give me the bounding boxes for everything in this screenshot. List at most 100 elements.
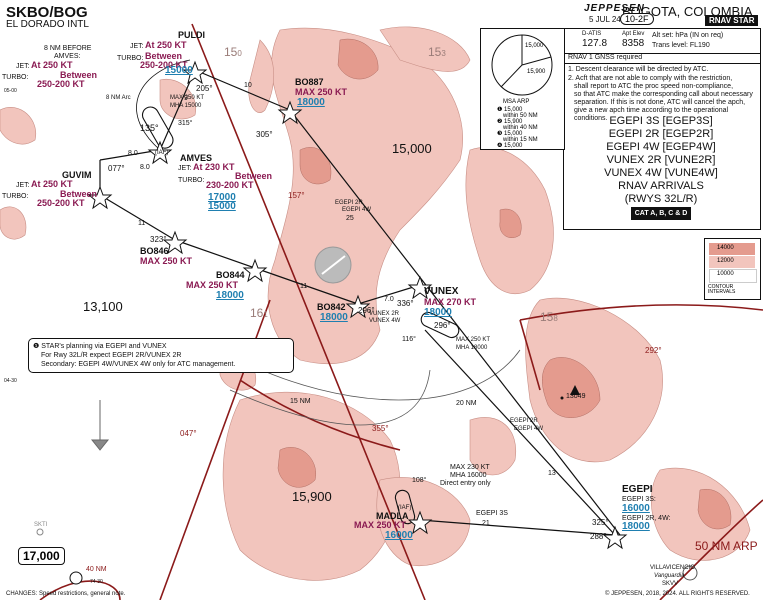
egepi-alt2: 18000 [622, 521, 650, 532]
course-296a: 296° [358, 306, 375, 315]
egepi-l1: EGEPI 3S: [622, 496, 656, 503]
course-296b: 296° [434, 321, 451, 330]
proc-egepi4w: EGEPI 4W [EGEP4W] [606, 141, 716, 153]
brand-logo: JEPPESEN [584, 3, 645, 14]
guvim-name: GUVIM [62, 170, 92, 180]
msa-circle [491, 34, 553, 96]
holding-patterns [141, 106, 460, 525]
legend-swatch-b [709, 256, 755, 268]
course-292: 292° [645, 346, 662, 355]
apt-elev: 8358 [622, 38, 645, 49]
course-315: 315° [178, 120, 193, 127]
msa-l2: ❷ 15,900 [497, 119, 523, 125]
amves-note-t1: Between [60, 70, 98, 80]
madla-speed: MAX 250 KT [354, 520, 407, 530]
msa-l3: ❸ 15,000 [497, 131, 523, 137]
footer-changes: CHANGES: Speed restrictions, general not… [6, 591, 126, 597]
amves-alt1: 17000 [208, 192, 236, 203]
arc-20nm: 20 NM [456, 400, 477, 407]
terrain-15900: 15,900 [292, 489, 332, 504]
course-157: 157° [288, 191, 305, 200]
arc-15nm: 15 NM [290, 398, 311, 405]
course-288: 288° [590, 532, 607, 541]
villavicencio-l2: Vanguardia [654, 573, 685, 579]
bo887-name: BO887 [295, 77, 324, 87]
dist-9: 9 [184, 95, 188, 102]
legend-a: 14000 [717, 245, 734, 251]
note-2a: 2. Acft that are not able to comply with… [568, 75, 733, 82]
bo842-alt: 18000 [320, 312, 348, 323]
amves-note-l1: 8 NM BEFORE [44, 45, 92, 52]
arc-8nm-label: 8 NM Arc [106, 95, 131, 101]
alt-set: Alt set: hPa (IN on req) [652, 32, 724, 39]
hold3-speed: MAX 230 KT [450, 464, 490, 471]
msa-l1: ❶ 15,000 [497, 107, 523, 113]
lat-0430: 04-30 [4, 378, 17, 384]
egepi-leg1: EGEPI 2R [335, 200, 363, 206]
dist-7: 7.0 [384, 296, 394, 303]
vunex-alt: 18000 [424, 307, 452, 318]
proc-cat: CAT A, B, C & D [630, 207, 692, 220]
msa-title: MSA ARP [503, 99, 530, 105]
msa-sector-alt: 15,000 [525, 43, 544, 49]
airport-name: EL DORADO INTL [6, 19, 89, 30]
rnav-row: RNAV 1 GNSS required [564, 53, 760, 64]
egepi-alt1: 16000 [622, 503, 650, 514]
dist-21: 21 [482, 520, 490, 527]
dist-13: 13 [548, 470, 556, 477]
grid-161: 161 [250, 306, 268, 320]
amves-name: AMVES [180, 153, 213, 163]
msa-l3b: within 15 NM [503, 137, 538, 143]
guvim-turbo1: Between [60, 189, 98, 199]
egepi-l2: EGEPI 2R, 4W: [622, 515, 671, 522]
datis-label: D-ATIS [582, 31, 602, 37]
reference-lines [229, 349, 521, 426]
course-323: 323° [150, 235, 167, 244]
bo887-alt: 18000 [297, 97, 325, 108]
dist-11a: 11 [138, 220, 146, 227]
note-2b: shall report to ATC the proc speed non-c… [574, 83, 734, 90]
bo844-speed: MAX 250 KT [186, 280, 239, 290]
guvim-turbo-label: TURBO: [2, 193, 29, 200]
proc-runways: (RWYS 32L/R) [624, 193, 698, 205]
course-135: 135° [140, 123, 159, 133]
puldi-name: PULDI [178, 30, 205, 40]
grid-153: 153 [428, 45, 446, 59]
puldi-jet-label: JET: [130, 43, 144, 50]
amves-note-l2: AMVES: [54, 53, 81, 60]
guvim-turbo2: 250-200 KT [37, 198, 85, 208]
hold1-mha: MHA 15000 [170, 103, 202, 109]
peak-symbol [570, 385, 580, 395]
course-108: 108° [412, 477, 427, 484]
star-planning-note: ❶ STAR's planning via EGEPI and VUNEX Fo… [28, 338, 294, 373]
footer: CHANGES: Speed restrictions, general not… [0, 590, 763, 600]
amves-alt2: 15000 [208, 201, 236, 212]
puldi-jet: At 250 KT [145, 40, 187, 50]
legend-swatch-c [709, 269, 757, 283]
grid-msa-box: 17,000 [18, 547, 65, 565]
legend-swatch-a [709, 243, 755, 255]
course-116: 116° [402, 336, 416, 343]
bo842-name: BO842 [317, 302, 346, 312]
vunex-name: VUNEX [424, 286, 459, 297]
proc-egepi3s: EGEPI 3S [EGEP3S] [609, 115, 713, 127]
egepi-leg3: EGEPI 2R [510, 418, 538, 424]
course-355: 355° [372, 424, 389, 433]
info-panel: D-ATIS 127.8 Apt Elev 8358 Alt set: hPa … [563, 28, 761, 230]
hold3-mha: MHA 16000 [450, 472, 487, 479]
amves-note-t2: 250-200 KT [37, 79, 85, 89]
proc-egepi2r: EGEPI 2R [EGEP2R] [608, 128, 714, 140]
legend-b: 12000 [717, 258, 734, 264]
course-205: 205° [196, 84, 213, 93]
note-2c: so that ATC make the corresponding call … [574, 91, 753, 98]
dist-8a: 8.0 [128, 150, 138, 157]
north-arrow [90, 400, 110, 451]
note-line1: ❶ STAR's planning via EGEPI and VUNEX [33, 343, 167, 350]
puldi-turbo-label: TURBO: [117, 55, 144, 62]
msa-l1b: within 50 NM [503, 113, 538, 119]
procedure-list: EGEPI 3S [EGEP3S] EGEPI 2R [EGEP2R] EGEP… [563, 115, 759, 220]
madla-alt: 16000 [385, 530, 413, 541]
hold2-mha: MHA 18000 [456, 345, 488, 351]
vunex-leg1: VUNEX 2R [369, 311, 400, 317]
amves-note-jet: At 250 KT [31, 60, 73, 70]
